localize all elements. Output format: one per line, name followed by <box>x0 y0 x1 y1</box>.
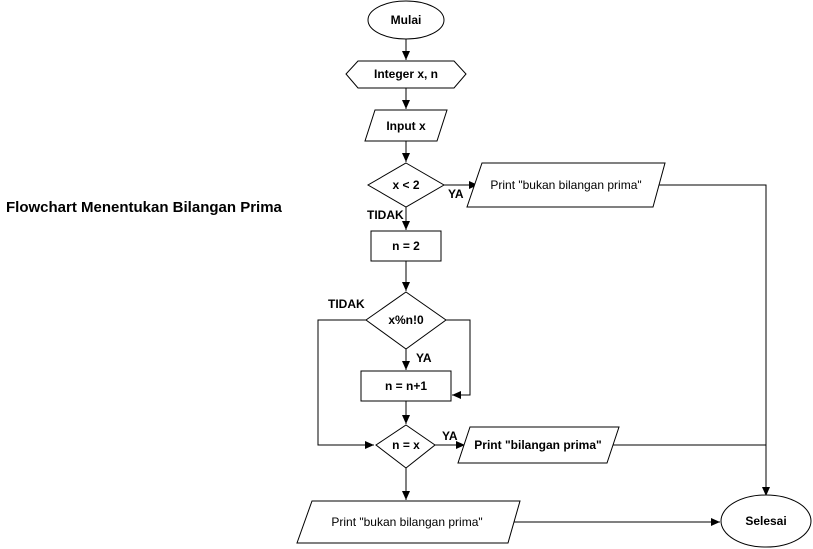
node-assign-n: n = 2 <box>370 230 442 262</box>
node-print-not-prime-top-label: Print "bukan bilangan prima" <box>490 178 641 192</box>
edge-label-less-two-no: TIDAK <box>367 208 404 222</box>
edge-mod-left-to-equal <box>317 319 374 449</box>
edge-label-less-two-yes: YA <box>448 187 464 201</box>
edge-mod-loop-right <box>446 319 471 399</box>
node-increment: n = n+1 <box>360 370 452 402</box>
node-print-prime: Print "bilangan prima" <box>457 426 620 464</box>
node-check-mod: x%n!0 <box>365 291 447 350</box>
edge-label-equal-yes: YA <box>442 429 458 443</box>
node-start-label: Mulai <box>391 13 422 27</box>
node-start: Mulai <box>367 0 445 40</box>
node-check-less-two: x < 2 <box>367 162 445 208</box>
node-end-label: Selesai <box>745 514 786 528</box>
node-check-mod-label: x%n!0 <box>388 313 424 327</box>
node-end: Selesai <box>720 494 812 548</box>
node-input-label: Input x <box>386 119 426 133</box>
node-check-less-two-label: x < 2 <box>392 178 419 192</box>
diagram-title: Flowchart Menentukan Bilangan Prima <box>6 199 282 216</box>
edge-label-mod-yes: YA <box>416 351 432 365</box>
edge-print-top-end <box>657 184 770 496</box>
node-print-not-prime-top: Print "bukan bilangan prima" <box>466 162 666 208</box>
node-print-not-prime-bottom-label: Print "bukan bilangan prima" <box>331 515 482 529</box>
node-input: Input x <box>364 109 448 142</box>
edges <box>317 39 770 526</box>
node-print-not-prime-bottom: Print "bukan bilangan prima" <box>296 500 521 544</box>
edge-label-mod-no: TIDAK <box>328 297 365 311</box>
node-increment-label: n = n+1 <box>385 379 427 393</box>
node-print-prime-label: Print "bilangan prima" <box>474 438 601 452</box>
node-check-equal: n = x <box>375 424 436 469</box>
node-declare: Integer x, n <box>345 60 467 89</box>
node-declare-label: Integer x, n <box>374 67 438 81</box>
node-assign-n-label: n = 2 <box>392 239 420 253</box>
node-check-equal-label: n = x <box>392 438 420 452</box>
